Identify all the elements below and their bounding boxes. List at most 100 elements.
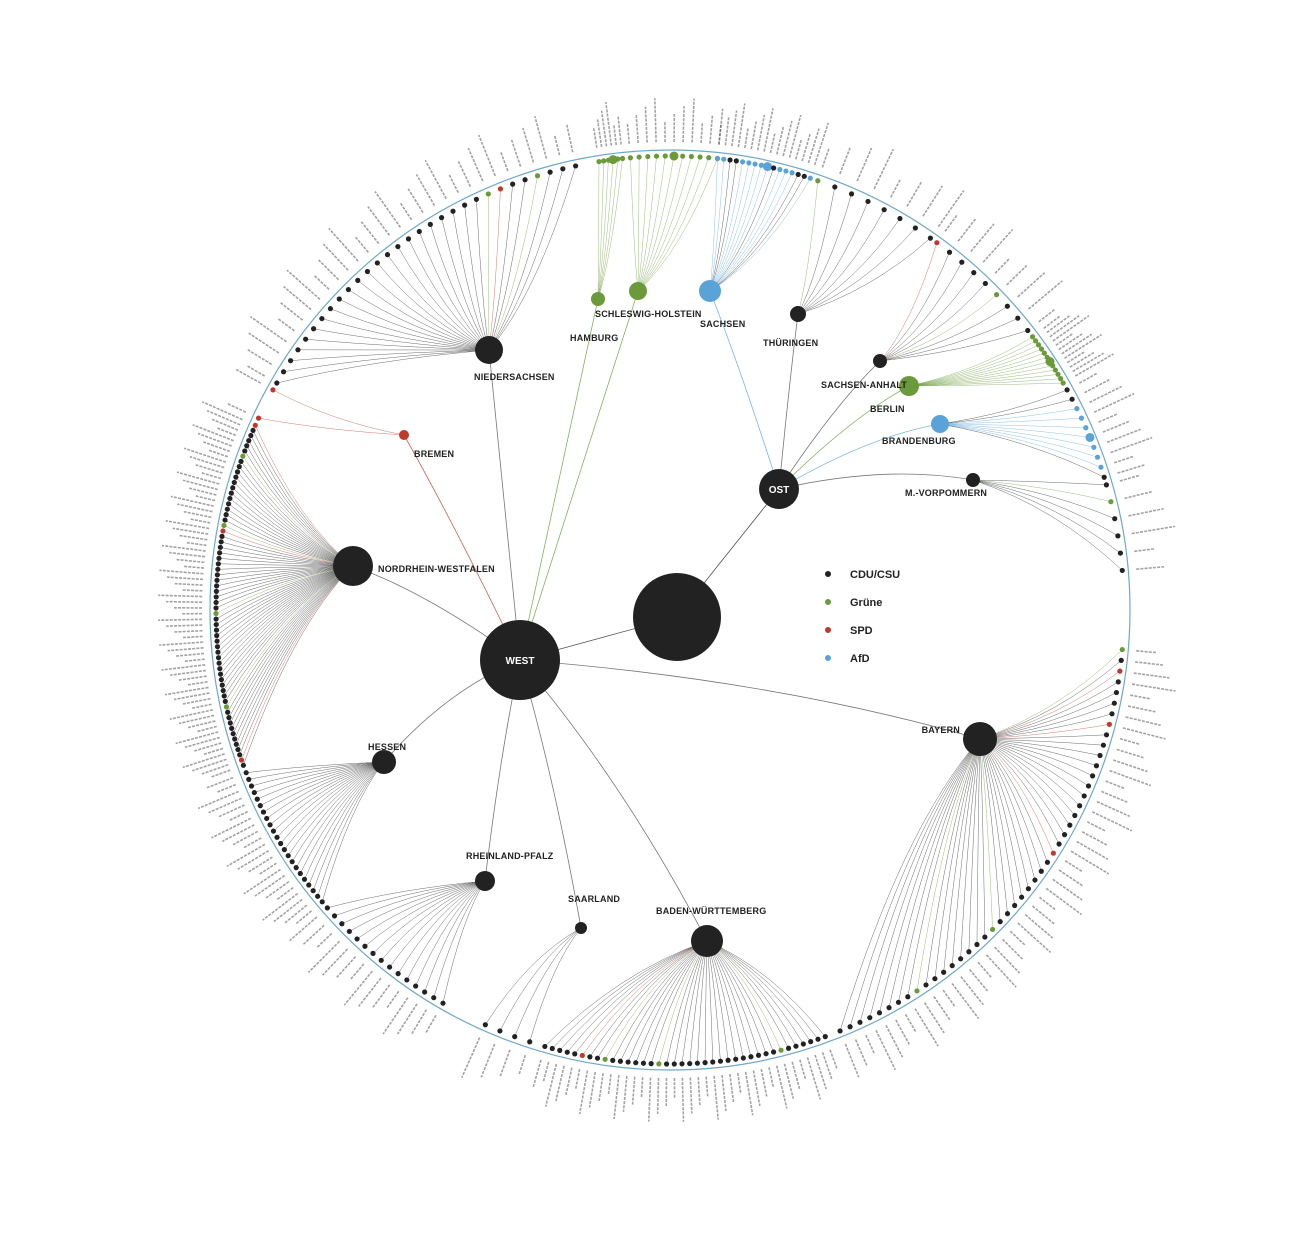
seat-dot [801, 1041, 806, 1046]
seat-dot [793, 1044, 798, 1049]
constituency-label-mark [886, 1025, 903, 1057]
constituency-label-mark [1136, 567, 1164, 569]
seat-dot [789, 170, 794, 175]
seat-dot [796, 172, 801, 177]
constituency-label-mark [1025, 915, 1052, 938]
seat-dot [1067, 823, 1072, 828]
constituency-label-mark [1065, 335, 1102, 359]
state-node-bremen [399, 430, 409, 440]
constituency-label-mark [368, 207, 390, 236]
constituency-label-mark [546, 1064, 557, 1107]
leaf-edge [980, 739, 985, 937]
constituency-label-mark [796, 140, 801, 159]
constituency-label-mark [777, 127, 783, 154]
leaf-edge [707, 941, 825, 1037]
constituency-label-mark [209, 450, 228, 457]
seat-dot [740, 159, 745, 164]
leaf-edge [552, 941, 707, 1048]
constituency-label-mark [204, 748, 223, 754]
leaf-edge [582, 941, 707, 1055]
constituency-label-mark [247, 366, 264, 376]
constituency-label-mark [1044, 316, 1060, 328]
seat-dot [282, 847, 287, 852]
constituency-label-mark [361, 222, 378, 244]
constituency-label-mark [1007, 265, 1027, 284]
constituency-label-mark [618, 117, 621, 145]
constituency-label-mark [202, 473, 221, 479]
seat-dot [1026, 886, 1031, 891]
seat-dot [225, 710, 230, 715]
constituency-label-mark [1077, 842, 1108, 860]
leaf-edge [291, 350, 489, 361]
constituency-label-mark [278, 319, 294, 331]
constituency-label-mark [1134, 673, 1170, 678]
constituency-label-mark [344, 971, 372, 1005]
constituency-label-mark [857, 148, 871, 181]
constituency-label-mark [802, 134, 810, 161]
constituency-label-mark [373, 985, 390, 1007]
constituency-label-mark [822, 149, 829, 168]
leaf-edge [973, 480, 1122, 570]
constituency-label-mark [682, 1078, 683, 1122]
constituency-label-mark [479, 135, 495, 176]
state-label-rlp: RHEINLAND-PFALZ [466, 851, 554, 861]
constituency-label-mark [1101, 791, 1127, 802]
constituency-label-mark [449, 175, 458, 193]
constituency-label-mark [777, 1066, 787, 1109]
leaf-edge [980, 739, 993, 929]
seat-dot [1115, 533, 1120, 538]
leaf-edge [980, 660, 1121, 739]
constituency-label-mark [260, 863, 277, 874]
leaf-edge [707, 941, 811, 1042]
constituency-label-mark [249, 333, 279, 353]
constituency-label-mark [174, 693, 209, 699]
state-edge [489, 350, 520, 660]
constituency-label-mark [1018, 923, 1051, 952]
seat-dot [450, 209, 455, 214]
leaf-edge [798, 219, 900, 314]
seat-dot [241, 763, 246, 768]
constituency-label-mark [425, 160, 446, 199]
constituency-label-mark [174, 631, 202, 632]
leaf-edge [398, 881, 485, 974]
legend-swatch [825, 571, 831, 577]
constituency-label-mark [158, 595, 202, 596]
state-label-nrw: NORDRHEIN-WESTFALEN [378, 564, 495, 574]
seat-dot [246, 438, 251, 443]
constituency-label-mark [683, 106, 684, 142]
seat-dot [226, 715, 231, 720]
state-label-sachsen: SACHSEN [700, 319, 745, 329]
constituency-label-mark [217, 785, 236, 792]
constituency-label-mark [190, 457, 224, 468]
seat-dot [218, 672, 223, 677]
leaf-edge [980, 714, 1112, 739]
constituency-label-mark [1113, 760, 1147, 772]
constituency-label-mark [160, 570, 204, 573]
constituency-label-mark [319, 260, 339, 280]
seat-dot [1094, 763, 1099, 768]
leaf-edge [309, 762, 384, 885]
constituency-label-mark [1087, 822, 1105, 831]
constituency-label-mark [1099, 414, 1117, 422]
constituency-label-mark [1111, 438, 1152, 453]
state-node-brandenburg [931, 415, 949, 433]
leaf-edge [243, 456, 353, 566]
seat-dot [214, 633, 219, 638]
constituency-label-mark [891, 180, 900, 198]
seat-dot [225, 507, 230, 512]
leaf-edge [638, 156, 665, 291]
constituency-label-mark [290, 917, 317, 941]
state-label-bw: BADEN-WÜRTTEMBERG [656, 906, 766, 916]
state-edge [779, 424, 940, 489]
constituency-label-mark [556, 1066, 564, 1101]
constituency-label-mark [189, 488, 216, 495]
leaf-edge [327, 881, 485, 908]
constituency-label-mark [1103, 422, 1129, 433]
seat-dot [783, 168, 788, 173]
state-node-sachsen [699, 280, 721, 302]
constituency-label-mark [576, 1069, 580, 1089]
constituency-label-mark [165, 687, 208, 694]
seat-dot [746, 160, 751, 165]
constituency-label-mark [188, 721, 215, 728]
constituency-label-mark [606, 102, 612, 146]
